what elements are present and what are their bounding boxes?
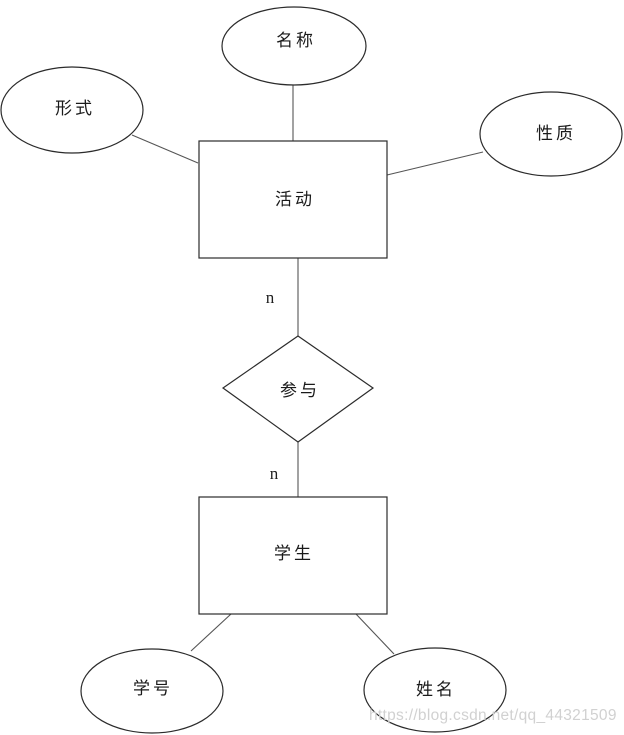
attribute-label: 性质 — [536, 124, 576, 143]
edge-xingshi-huodong — [131, 134, 199, 164]
entity-node-xuesheng: 学生 — [198, 496, 388, 615]
attribute-label: 形式 — [55, 99, 95, 118]
edge-xuesheng-xingming — [355, 613, 395, 655]
attribute-node-xingzhi: 性质 — [479, 91, 623, 177]
relationship-label: 参与 — [280, 381, 320, 400]
edge-huodong-xingzhi — [386, 151, 484, 176]
ellipse-shape — [479, 91, 623, 177]
rectangle-shape — [198, 496, 388, 615]
attribute-label: 学号 — [133, 679, 173, 698]
attribute-node-xingshi: 形式 — [0, 66, 144, 154]
rectangle-shape — [198, 140, 388, 259]
csdn-watermark: https://blog.csdn.net/qq_44321509 — [369, 707, 617, 724]
relationship-node-canyu: 参与 — [221, 335, 375, 443]
cardinality-label-n-lower: n — [270, 464, 279, 483]
attribute-label: 名称 — [276, 31, 316, 50]
attribute-label: 姓名 — [416, 680, 456, 699]
ellipse-shape — [80, 648, 224, 734]
cardinality-label-n-upper: n — [266, 288, 275, 307]
diagram-edges — [131, 85, 484, 655]
diamond-shape — [221, 335, 375, 443]
attribute-node-xingming: 姓名 — [363, 647, 507, 733]
attribute-node-mingcheng: 名称 — [221, 6, 367, 86]
ellipse-shape — [363, 647, 507, 733]
ellipse-shape — [221, 6, 367, 86]
attribute-node-xuehao: 学号 — [80, 648, 224, 734]
ellipse-shape — [0, 66, 144, 154]
entity-label: 活动 — [275, 190, 315, 209]
entity-node-huodong: 活动 — [198, 140, 388, 259]
edge-xuesheng-xuehao — [190, 613, 232, 652]
entity-label: 学生 — [274, 544, 314, 563]
